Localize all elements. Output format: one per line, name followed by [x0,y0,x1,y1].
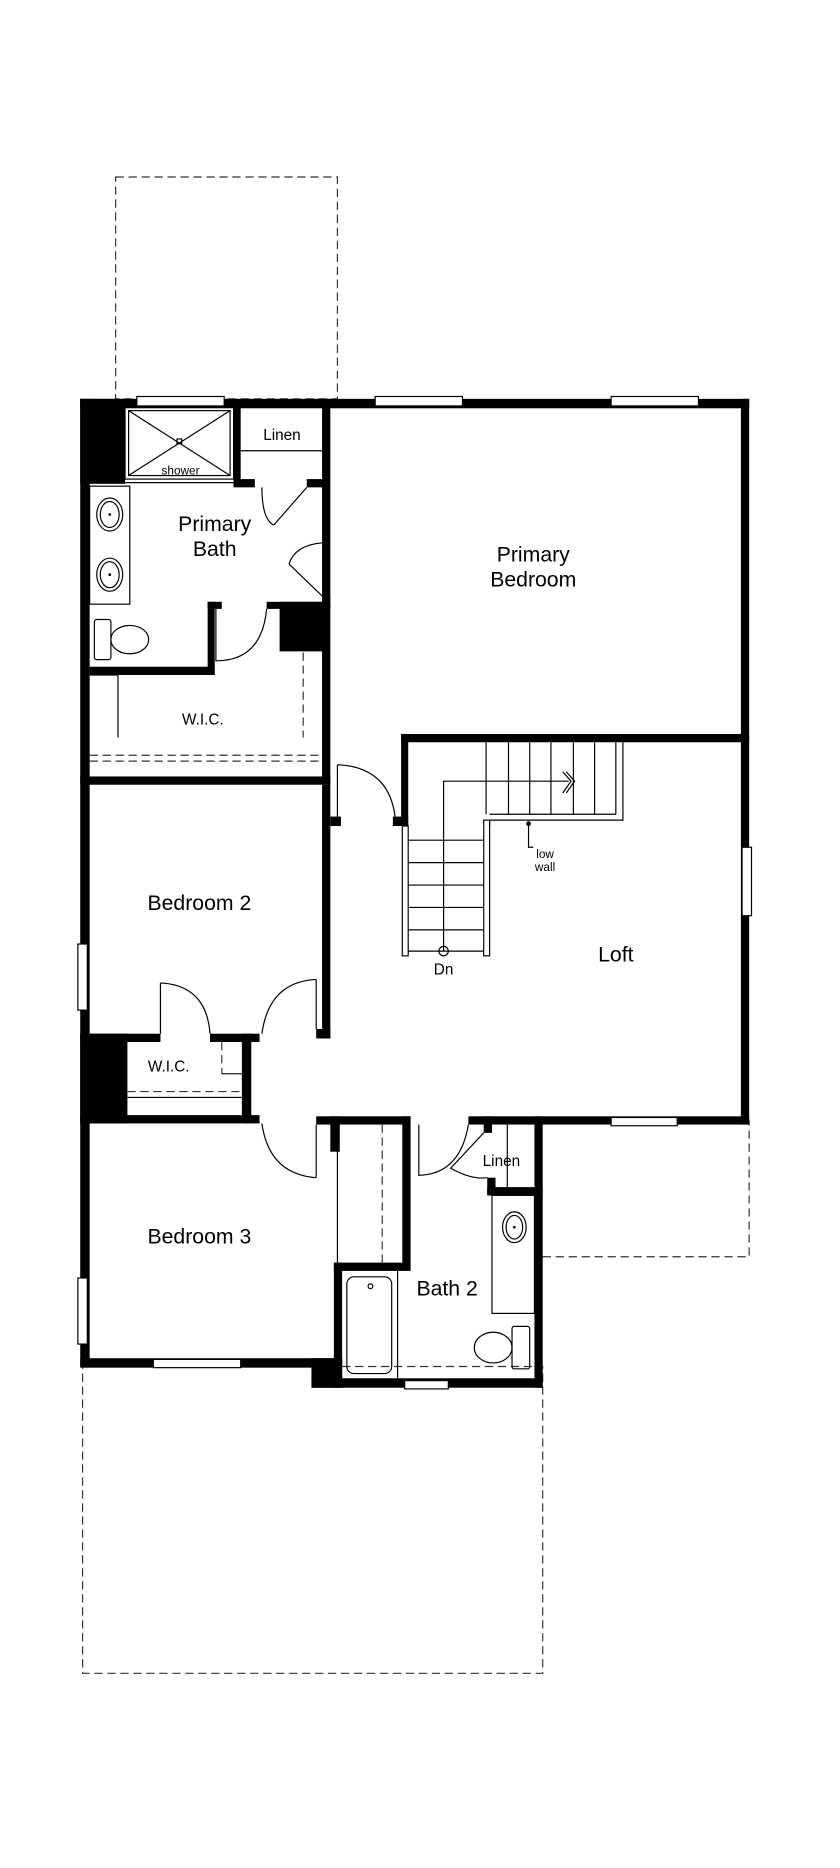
label-stairs-down: Dn [434,962,454,979]
label-wic-primary: W.I.C. [182,712,224,729]
label-primary-bath-1: Primary [178,513,251,536]
label-primary-bedroom-1: Primary [497,544,570,567]
label-linen-primary: Linen [263,427,301,444]
label-bedroom-2: Bedroom 2 [147,892,251,915]
label-wic-bedroom-2: W.I.C. [148,1058,190,1075]
staircase [401,742,624,957]
label-low-wall-1: low [536,848,554,861]
label-low-wall-2: wall [534,861,555,874]
label-primary-bath-2: Bath [193,538,237,561]
shower [124,406,235,484]
windows [77,395,753,1390]
room-labels: Primary Bath Primary Bedroom W.I.C. Bedr… [147,513,633,1301]
shelving [89,652,383,1263]
label-shower: shower [162,464,200,477]
fixture-labels: shower Linen Linen low wall Dn [162,427,556,1170]
interior-walls [80,398,750,1388]
label-bedroom-3: Bedroom 3 [147,1226,251,1249]
doors [159,486,488,1179]
label-loft: Loft [598,944,633,967]
label-linen-bath2: Linen [483,1153,521,1170]
label-primary-bedroom-2: Bedroom [490,568,576,591]
plumbing-fixtures [93,497,531,1370]
label-bath-2: Bath 2 [416,1278,477,1301]
